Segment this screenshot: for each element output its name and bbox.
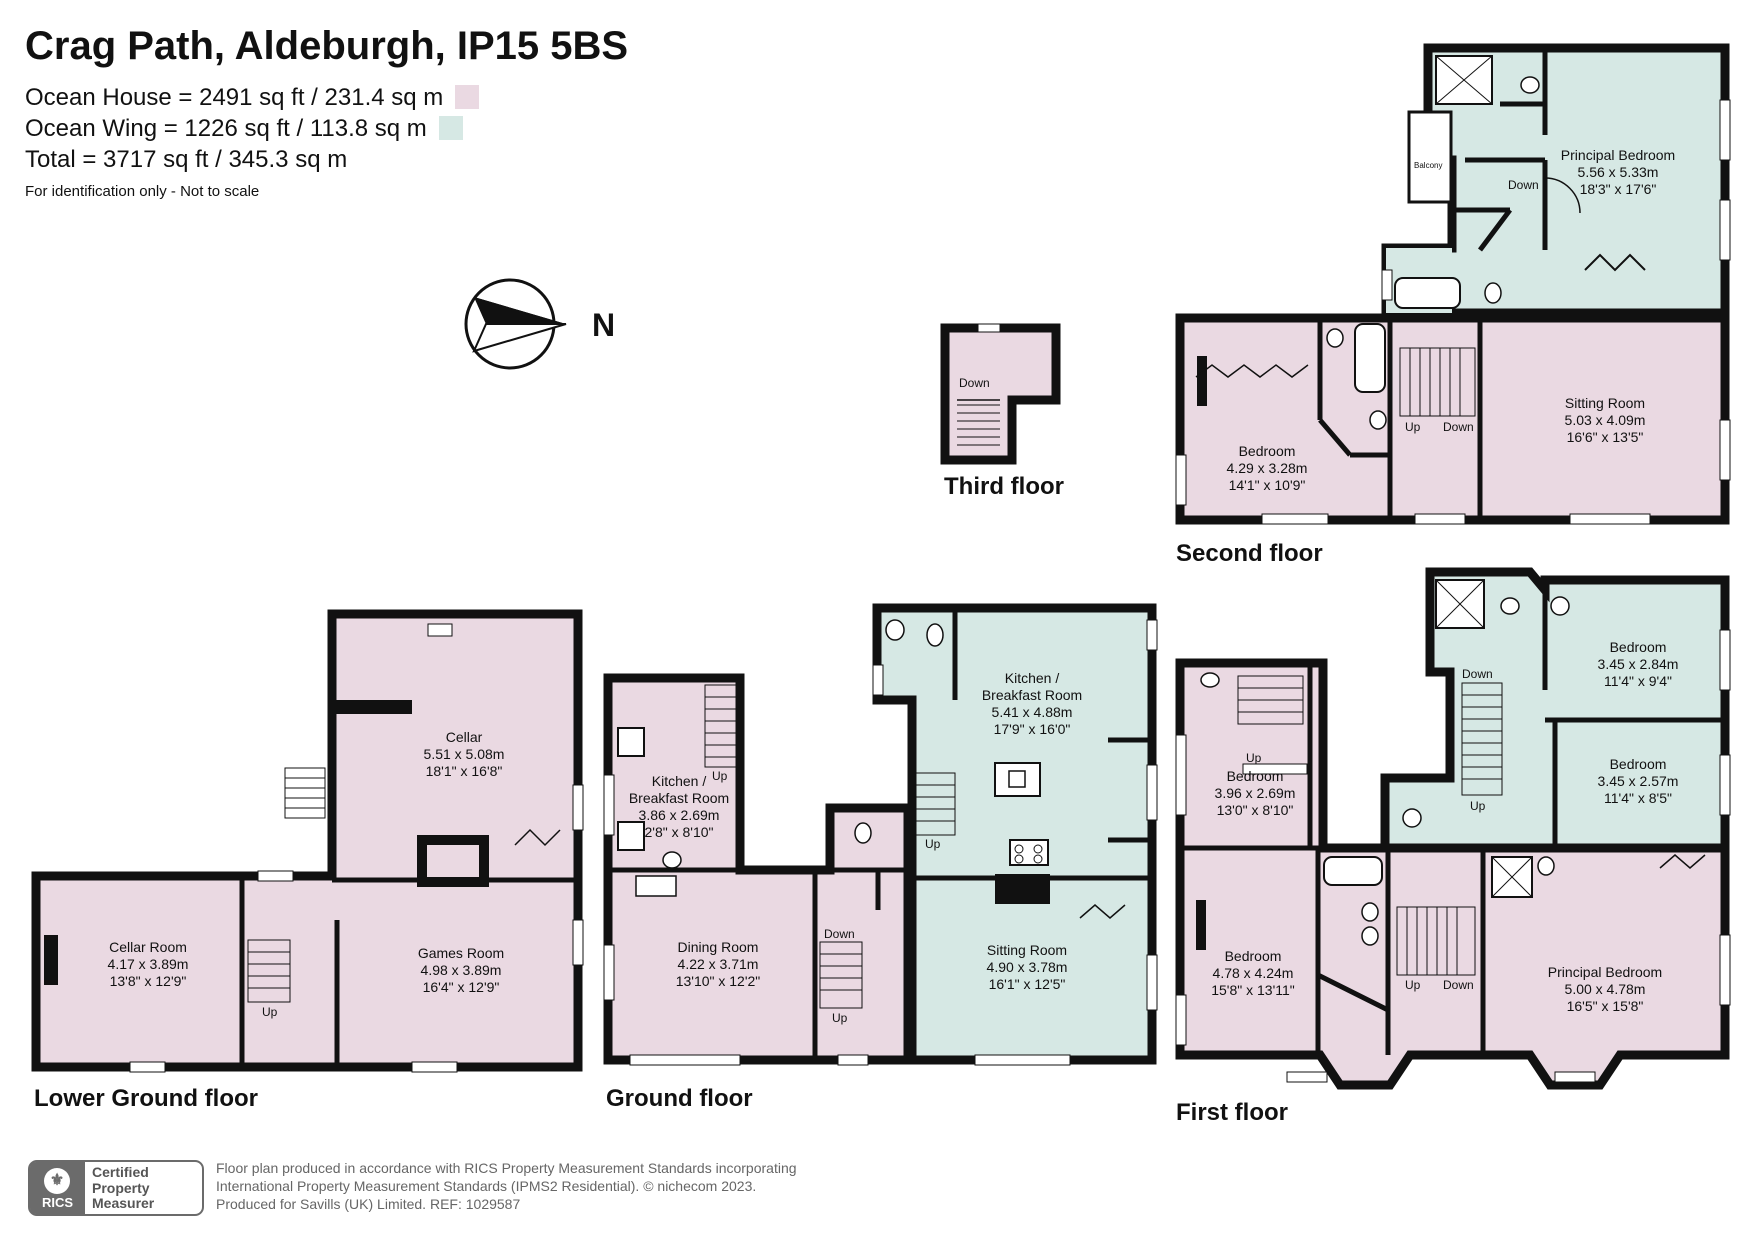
room-size-metric: 4.78 x 4.24m [1213, 965, 1294, 981]
cert-line: Certified [92, 1164, 149, 1180]
room-size-metric: 4.17 x 3.89m [108, 956, 189, 972]
room-name: Bedroom [1227, 768, 1284, 784]
balcony-label: Balcony [1414, 161, 1442, 170]
room-size-imperial: 14'1" x 10'9" [1229, 477, 1306, 493]
room-size-imperial: 16'5" x 15'8" [1567, 998, 1644, 1014]
room-name: Bedroom [1610, 756, 1667, 772]
ground-floor-plan: Up Up [603, 603, 1158, 1066]
stair-down-label: Down [1508, 178, 1539, 192]
area-text: Total = 3717 sq ft / 345.3 sq m [25, 146, 348, 173]
property-title: Crag Path, Aldeburgh, IP15 5BS [25, 24, 629, 68]
cert-line: Measurer [92, 1195, 155, 1211]
area-text: Ocean Wing = 1226 sq ft / 113.8 sq m [25, 115, 427, 142]
stair-down-label: Down [824, 927, 855, 941]
room-size-metric: 4.90 x 3.78m [987, 959, 1068, 975]
room-name-2: Breakfast Room [629, 790, 729, 806]
area-line-ocean-wing: Ocean Wing = 1226 sq ft / 113.8 sq m [25, 115, 463, 143]
room-name-2: Breakfast Room [982, 687, 1082, 703]
room-size-imperial: 13'0" x 8'10" [1217, 802, 1294, 818]
footer-disclaimer: Floor plan produced in accordance with R… [216, 1159, 797, 1213]
room-size-imperial: 18'1" x 16'8" [426, 763, 503, 779]
room-size-metric: 4.22 x 3.71m [678, 956, 759, 972]
disclaimer-note: For identification only - Not to scale [25, 183, 260, 200]
room-name: Sitting Room [987, 942, 1067, 958]
rics-logo-panel: ⚜ RICS [30, 1162, 85, 1214]
stair-up-label: Up [262, 1005, 278, 1019]
room-name: Games Room [418, 945, 504, 961]
room-name: Cellar Room [109, 939, 187, 955]
lower-ground-floor-plan: Up [31, 609, 584, 1073]
room-size-metric: 5.51 x 5.08m [424, 746, 505, 762]
rics-certified-text: Certified Property Measurer [92, 1164, 155, 1212]
first-floor-plan: Down Up Up [1175, 567, 1731, 1090]
room-name: Cellar [446, 729, 483, 745]
wing-color-swatch [438, 116, 463, 140]
room-size-imperial: 11'4" x 8'5" [1604, 790, 1672, 806]
room-size-metric: 5.03 x 4.09m [1565, 412, 1646, 428]
room-size-imperial: 18'3" x 17'6" [1580, 181, 1657, 197]
stair-up-label: Up [925, 837, 941, 851]
stair-up-label: Up [1246, 751, 1262, 765]
stair-up-label: Up [712, 769, 728, 783]
stair-up-label: Up [1405, 420, 1421, 434]
room-size-metric: 4.29 x 3.28m [1227, 460, 1308, 476]
compass-icon: N [464, 278, 615, 370]
room-name: Bedroom [1239, 443, 1296, 459]
room-size-metric: 5.56 x 5.33m [1578, 164, 1659, 180]
house-color-swatch [455, 85, 480, 109]
room-name: Principal Bedroom [1561, 147, 1675, 163]
room-size-metric: 4.98 x 3.89m [421, 962, 502, 978]
rics-crest-icon: ⚜ [44, 1168, 70, 1194]
stair-up-label: Up [832, 1011, 848, 1025]
room-size-metric: 5.00 x 4.78m [1565, 981, 1646, 997]
stair-up-label: Up [1470, 799, 1486, 813]
stair-up-label: Up [1405, 978, 1421, 992]
rics-word: RICS [41, 1195, 74, 1210]
stair-down-label: Down [959, 376, 990, 390]
floor-label-third: Third floor [944, 473, 1064, 500]
room-name: Kitchen / [652, 773, 707, 789]
room-size-metric: 5.41 x 4.88m [992, 704, 1073, 720]
room-name: Bedroom [1610, 639, 1667, 655]
room-size-imperial: 16'1" x 12'5" [989, 976, 1066, 992]
room-size-metric: 3.45 x 2.84m [1598, 656, 1679, 672]
room-name: Sitting Room [1565, 395, 1645, 411]
footer-line: International Property Measurement Stand… [216, 1178, 757, 1194]
floor-label-lower-ground: Lower Ground floor [34, 1085, 258, 1112]
compass-north-label: N [592, 307, 615, 343]
footer-line: Floor plan produced in accordance with R… [216, 1160, 797, 1176]
room-size-metric: 3.45 x 2.57m [1598, 773, 1679, 789]
stair-down-label: Down [1462, 667, 1493, 681]
room-size-metric: 3.86 x 2.69m [639, 807, 720, 823]
stair-down-label: Down [1443, 978, 1474, 992]
room-name: Kitchen / [1005, 670, 1060, 686]
room-name: Dining Room [678, 939, 759, 955]
stair-down-label: Down [1443, 420, 1474, 434]
area-text: Ocean House = 2491 sq ft / 231.4 sq m [25, 84, 444, 111]
cert-line: Property [92, 1179, 150, 1196]
room-size-metric: 3.96 x 2.69m [1215, 785, 1296, 801]
room-size-imperial: 17'9" x 16'0" [994, 721, 1071, 737]
area-line-ocean-house: Ocean House = 2491 sq ft / 231.4 sq m [25, 84, 480, 112]
room-name: Principal Bedroom [1548, 964, 1662, 980]
room-size-imperial: 13'10" x 12'2" [676, 973, 761, 989]
room-size-imperial: 13'8" x 12'9" [110, 973, 187, 989]
third-floor-plan: Down [940, 323, 1061, 465]
room-size-imperial: 15'8" x 13'11" [1211, 982, 1295, 998]
room-size-imperial: 11'4" x 9'4" [1604, 673, 1672, 689]
rics-certified-badge: ⚜ RICS Certified Property Measurer [28, 1160, 204, 1216]
floor-label-second: Second floor [1176, 540, 1323, 567]
floor-label-first: First floor [1176, 1099, 1288, 1126]
second-floor-plan: Balcony [1175, 43, 1731, 525]
room-size-imperial: 16'6" x 13'5" [1567, 429, 1644, 445]
room-name: Bedroom [1225, 948, 1282, 964]
area-line-total: Total = 3717 sq ft / 345.3 sq m [25, 146, 347, 174]
room-size-imperial: 16'4" x 12'9" [423, 979, 500, 995]
floor-label-ground: Ground floor [606, 1085, 753, 1112]
footer-line: Produced for Savills (UK) Limited. REF: … [216, 1196, 521, 1212]
room-size-imperial: 2'8" x 8'10" [645, 824, 714, 840]
